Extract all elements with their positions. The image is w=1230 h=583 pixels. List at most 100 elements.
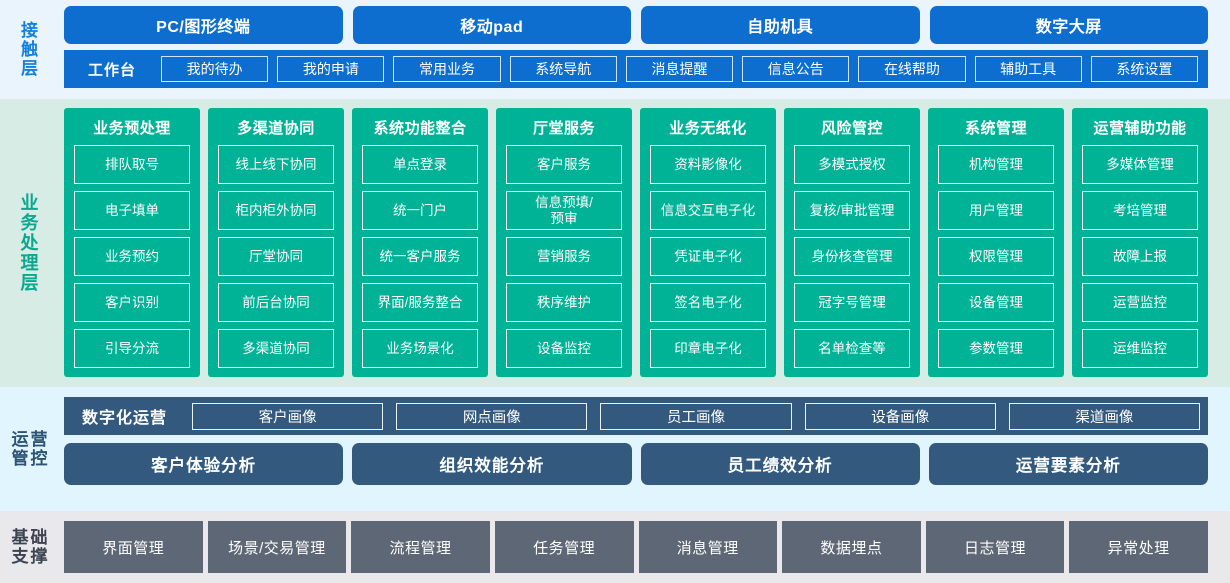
workbench-item-8[interactable]: 系统设置 [1090,56,1198,82]
workbench-item-5[interactable]: 信息公告 [742,56,850,82]
business-item-5-2[interactable]: 身份核查管理 [794,237,910,276]
business-item-1-0[interactable]: 线上线下协同 [218,145,334,184]
workbench-item-2[interactable]: 常用业务 [393,56,501,82]
channel-chip-2[interactable]: 自助机具 [641,6,920,44]
base-layer-label: 基础支撑 [0,511,60,583]
base-support-item-3[interactable]: 任务管理 [494,521,634,573]
portrait-item-4[interactable]: 渠道画像 [1008,402,1201,430]
base-layer-label-char-2: 支 [11,547,30,566]
base-support-item-4[interactable]: 消息管理 [638,521,778,573]
channel-chip-3[interactable]: 数字大屏 [929,6,1208,44]
business-layer-label-char-0: 业 [20,192,40,213]
business-column-title-3: 厅堂服务 [532,119,595,137]
portrait-item-3[interactable]: 设备画像 [804,402,996,430]
touch-layer-label-char-2: 层 [21,59,39,79]
business-item-2-1[interactable]: 统一门户 [362,191,478,230]
touch-layer-label-char-1: 触 [21,39,39,59]
base-layer-label-text: 基础支撑 [12,528,49,566]
business-item-4-4[interactable]: 印章电子化 [650,329,766,368]
channel-chip-0[interactable]: PC/图形终端 [64,6,343,44]
business-item-4-3[interactable]: 签名电子化 [650,283,766,322]
business-item-6-0[interactable]: 机构管理 [938,145,1054,184]
business-item-2-4[interactable]: 业务场景化 [362,329,478,368]
business-item-1-1[interactable]: 柜内柜外协同 [218,191,334,230]
business-item-5-1[interactable]: 复核/审批管理 [794,191,910,230]
business-item-6-1[interactable]: 用户管理 [938,191,1054,230]
analysis-chip-0[interactable]: 客户体验分析 [64,443,344,485]
business-item-4-1[interactable]: 信息交互电子化 [650,191,766,230]
business-column-0: 业务预处理排队取号电子填单业务预约客户识别引导分流 [64,108,200,377]
workbench-item-1[interactable]: 我的申请 [277,56,385,82]
business-item-2-3[interactable]: 界面/服务整合 [362,283,478,322]
touch-layer: 接触层 PC/图形终端移动pad 自助机具数字大屏 工作台 我的待办我的申请常用业… [0,0,1230,99]
business-column-6: 系统管理机构管理用户管理权限管理设备管理参数管理 [928,108,1064,377]
business-column-2: 系统功能整合单点登录统一门户统一客户服务界面/服务整合业务场景化 [352,108,488,377]
base-support-item-2[interactable]: 流程管理 [351,521,490,573]
business-column-5: 风险管控多模式授权复核/审批管理身份核查管理冠字号管理名单检查等 [784,108,920,377]
portrait-item-0[interactable]: 客户画像 [192,402,384,430]
business-item-6-2[interactable]: 权限管理 [938,237,1054,276]
base-support-item-6[interactable]: 日志管理 [925,521,1065,573]
business-item-3-4[interactable]: 设备监控 [506,329,622,368]
business-column-7: 运营辅助功能多媒体管理考培管理故障上报运营监控运维监控 [1072,108,1208,377]
business-layer-label-char-4: 层 [20,273,40,294]
channel-chip-1[interactable]: 移动pad [352,6,631,44]
business-item-2-0[interactable]: 单点登录 [362,145,478,184]
business-column-title-4: 业务无纸化 [669,119,747,137]
ops-layer-label-char-0: 运 [11,429,30,449]
workbench-item-0[interactable]: 我的待办 [161,56,269,82]
portrait-item-2[interactable]: 员工画像 [600,402,792,430]
analysis-chip-3[interactable]: 运营要素分析 [928,443,1208,485]
touch-layer-label-char-0: 接 [21,20,39,40]
business-item-4-0[interactable]: 资料影像化 [650,145,766,184]
business-item-5-0[interactable]: 多模式授权 [794,145,910,184]
business-column-title-2: 系统功能整合 [373,119,467,137]
business-item-2-2[interactable]: 统一客户服务 [362,237,478,276]
touch-layer-label-text: 接触层 [21,21,39,78]
base-layer-body: 界面管理场景/交易管理流程管理任务管理消息管理数据埋点日志管理异常处理 [60,511,1230,583]
business-item-7-0[interactable]: 多媒体管理 [1082,145,1198,184]
base-support-item-7[interactable]: 异常处理 [1069,521,1208,573]
workbench-item-3[interactable]: 系统导航 [509,56,617,82]
analysis-chip-1[interactable]: 组织效能分析 [352,443,632,485]
touch-layer-label: 接触层 [0,0,60,99]
business-item-0-1[interactable]: 电子填单 [74,191,190,230]
base-support-item-5[interactable]: 数据埋点 [782,521,921,573]
business-item-0-3[interactable]: 客户识别 [74,283,190,322]
business-column-title-1: 多渠道协同 [237,119,315,137]
business-item-4-2[interactable]: 凭证电子化 [650,237,766,276]
business-item-0-2[interactable]: 业务预约 [74,237,190,276]
business-item-7-1[interactable]: 考培管理 [1082,191,1198,230]
workbench-item-4[interactable]: 消息提醒 [625,56,734,82]
business-item-5-3[interactable]: 冠字号管理 [794,283,910,322]
channel-row: PC/图形终端移动pad 自助机具数字大屏 [64,6,1208,44]
ops-layer-body: 数字化运营 客户画像网点画像员工画像设备画像渠道画像 客户体验分析组织效能分析员… [60,387,1230,511]
base-layer-label-char-1: 础 [30,527,49,547]
business-item-3-0[interactable]: 客户服务 [506,145,622,184]
business-item-1-4[interactable]: 多渠道协同 [218,329,334,368]
business-layer: 业务处理层 业务预处理排队取号电子填单业务预约客户识别引导分流多渠道协同线上线下… [0,99,1230,387]
business-item-5-4[interactable]: 名单检查等 [794,329,910,368]
business-item-0-0[interactable]: 排队取号 [74,145,190,184]
portrait-item-1[interactable]: 网点画像 [396,402,588,430]
business-item-0-4[interactable]: 引导分流 [74,329,190,368]
ops-layer-label-char-1: 营 [30,429,49,449]
workbench-bar: 工作台 我的待办我的申请常用业务系统导航消息提醒信息公告在线帮助辅助工具系统设置 [64,50,1208,88]
business-item-6-4[interactable]: 参数管理 [938,329,1054,368]
workbench-item-7[interactable]: 辅助工具 [974,56,1082,82]
business-item-7-4[interactable]: 运维监控 [1082,329,1198,368]
base-support-item-1[interactable]: 场景/交易管理 [207,521,347,573]
workbench-item-6[interactable]: 在线帮助 [858,56,966,82]
business-layer-label-char-1: 务 [20,212,40,233]
business-item-6-3[interactable]: 设备管理 [938,283,1054,322]
business-item-3-1[interactable]: 信息预填/ 预审 [506,191,622,230]
business-item-7-2[interactable]: 故障上报 [1082,237,1198,276]
business-item-7-3[interactable]: 运营监控 [1082,283,1198,322]
business-item-1-3[interactable]: 前后台协同 [218,283,334,322]
business-item-1-2[interactable]: 厅堂协同 [218,237,334,276]
business-item-3-3[interactable]: 秩序维护 [506,283,622,322]
business-item-3-2[interactable]: 营销服务 [506,237,622,276]
analysis-chip-2[interactable]: 员工绩效分析 [640,443,920,485]
base-support-item-0[interactable]: 界面管理 [64,521,203,573]
